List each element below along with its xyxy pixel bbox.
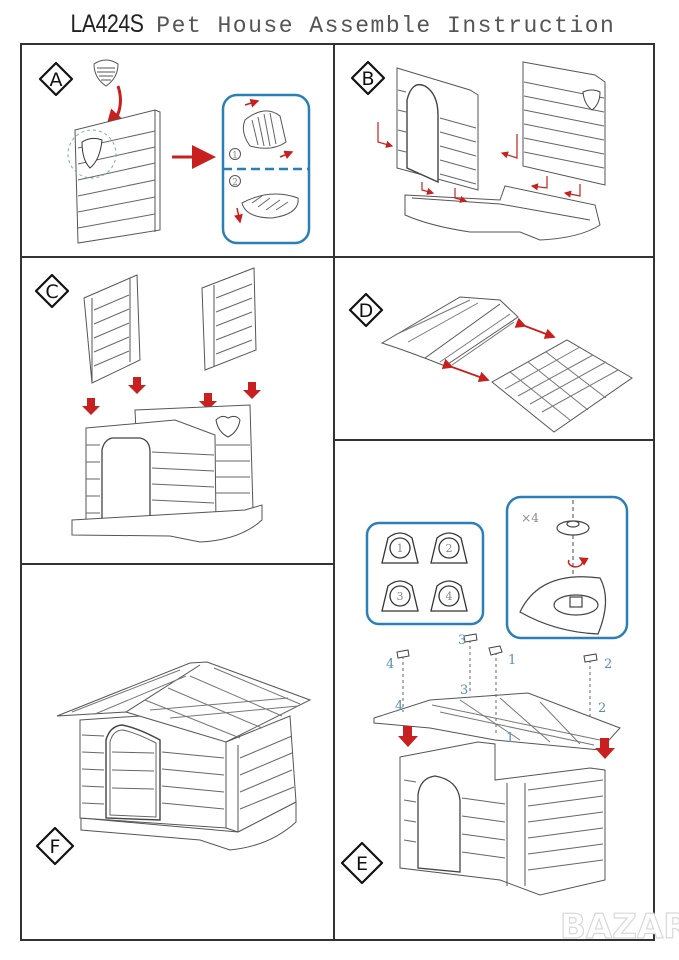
model-number: LA424S bbox=[70, 10, 144, 38]
join-arrow-icon bbox=[441, 358, 490, 383]
diamond-badge-icon bbox=[38, 61, 74, 97]
fastener-icon bbox=[396, 649, 410, 659]
back-panel-drawing bbox=[522, 61, 606, 186]
inset-marker: 2 bbox=[232, 178, 238, 188]
arrow-icon bbox=[563, 184, 581, 198]
front-panel-drawing bbox=[396, 67, 479, 191]
fastener-icon bbox=[463, 633, 478, 643]
completed-house-drawing bbox=[56, 661, 312, 851]
callout-number: 2 bbox=[604, 657, 612, 672]
fastener-guides bbox=[402, 640, 591, 735]
step-e-panel: E 1 2 3 4 ×4 bbox=[340, 495, 679, 948]
house-body-drawing bbox=[399, 741, 606, 896]
down-arrow-icon bbox=[243, 382, 261, 399]
down-arrows bbox=[398, 726, 615, 759]
side-panel-left-drawing bbox=[83, 274, 141, 384]
screw-detail-callout: ×4 bbox=[505, 495, 629, 640]
down-arrow-icon bbox=[398, 726, 418, 747]
document-title: LA424S Pet House Assemble Instruction bbox=[0, 6, 679, 44]
callout-number: 3 bbox=[460, 683, 468, 698]
step-c-panel: C bbox=[34, 267, 263, 543]
callout-number: 1 bbox=[506, 731, 514, 746]
callout-number: 2 bbox=[598, 701, 606, 716]
step-b-panel: B bbox=[350, 60, 606, 241]
fastener-icon bbox=[488, 645, 503, 656]
roof-half-left-drawing bbox=[380, 296, 519, 367]
step-c-badge: C bbox=[34, 273, 70, 309]
fastener-number: 4 bbox=[446, 590, 453, 603]
join-arrow-icon bbox=[514, 317, 556, 339]
step-label: C bbox=[45, 281, 58, 303]
diamond-badge-icon bbox=[35, 826, 75, 866]
fastener-icon bbox=[583, 653, 598, 663]
outer-frame bbox=[20, 43, 655, 941]
down-arrow-icon bbox=[82, 398, 100, 415]
callout-number: 3 bbox=[458, 633, 466, 648]
roof-half-right-drawing bbox=[491, 339, 633, 433]
step-label: B bbox=[361, 68, 374, 90]
step-d-badge: D bbox=[348, 292, 384, 328]
down-arrow-icon bbox=[199, 393, 217, 410]
diamond-badge-icon bbox=[350, 60, 386, 96]
slide-arrow-icon bbox=[279, 150, 294, 160]
vent-cover-icon bbox=[93, 59, 119, 87]
step-label: A bbox=[50, 69, 63, 91]
fastener-number: 2 bbox=[446, 542, 453, 555]
callout-number: 1 bbox=[508, 653, 516, 668]
marker-circle bbox=[229, 148, 241, 160]
vent-detail-callout: 1 2 bbox=[221, 93, 311, 245]
step-d-panel: D bbox=[348, 292, 633, 433]
step-e-badge: E bbox=[340, 841, 384, 885]
step-b-badge: B bbox=[350, 60, 386, 96]
side-panel-right-drawing bbox=[201, 267, 257, 371]
down-arrows bbox=[82, 377, 261, 415]
step-label: D bbox=[359, 300, 374, 322]
fastener-number: 1 bbox=[397, 542, 404, 555]
marker-circle bbox=[229, 175, 241, 187]
watermark: BAZAR bbox=[560, 907, 679, 947]
fasteners bbox=[396, 633, 598, 663]
diamond-badge-icon bbox=[348, 292, 384, 328]
fastener-number: 3 bbox=[397, 590, 404, 603]
rotate-arrow-icon bbox=[567, 557, 589, 568]
arrow-icon bbox=[454, 188, 468, 203]
insert-arrows bbox=[377, 122, 581, 203]
base-tray-drawing bbox=[404, 185, 601, 241]
step-label: F bbox=[50, 836, 61, 858]
callout-number: 4 bbox=[395, 699, 403, 714]
arrow-icon bbox=[377, 122, 394, 148]
arrow-icon bbox=[421, 182, 435, 195]
down-arrow-icon bbox=[128, 377, 146, 394]
step-f-panel: F bbox=[35, 661, 312, 866]
title-text: Pet House Assemble Instruction bbox=[156, 13, 616, 39]
callout-number: 4 bbox=[386, 657, 394, 672]
arrow-icon bbox=[530, 176, 548, 191]
inset-marker: 1 bbox=[232, 151, 238, 161]
step-a-badge: A bbox=[38, 61, 74, 97]
down-arrow-icon bbox=[595, 738, 615, 759]
step-a-panel: A bbox=[38, 59, 311, 245]
press-arrow-icon bbox=[234, 207, 243, 224]
back-panel-drawing bbox=[67, 109, 161, 244]
quantity-label: ×4 bbox=[521, 511, 539, 525]
arrow-icon bbox=[500, 134, 518, 159]
panel-grid bbox=[20, 43, 655, 941]
step-f-badge: F bbox=[35, 826, 75, 866]
step-label: E bbox=[356, 853, 368, 875]
fastener-numbers-callout: 1 2 3 4 bbox=[365, 521, 485, 626]
partial-house-drawing bbox=[71, 404, 263, 543]
diamond-badge-icon bbox=[34, 273, 70, 309]
slide-arrow-icon bbox=[244, 98, 260, 108]
diamond-badge-icon bbox=[340, 841, 384, 885]
